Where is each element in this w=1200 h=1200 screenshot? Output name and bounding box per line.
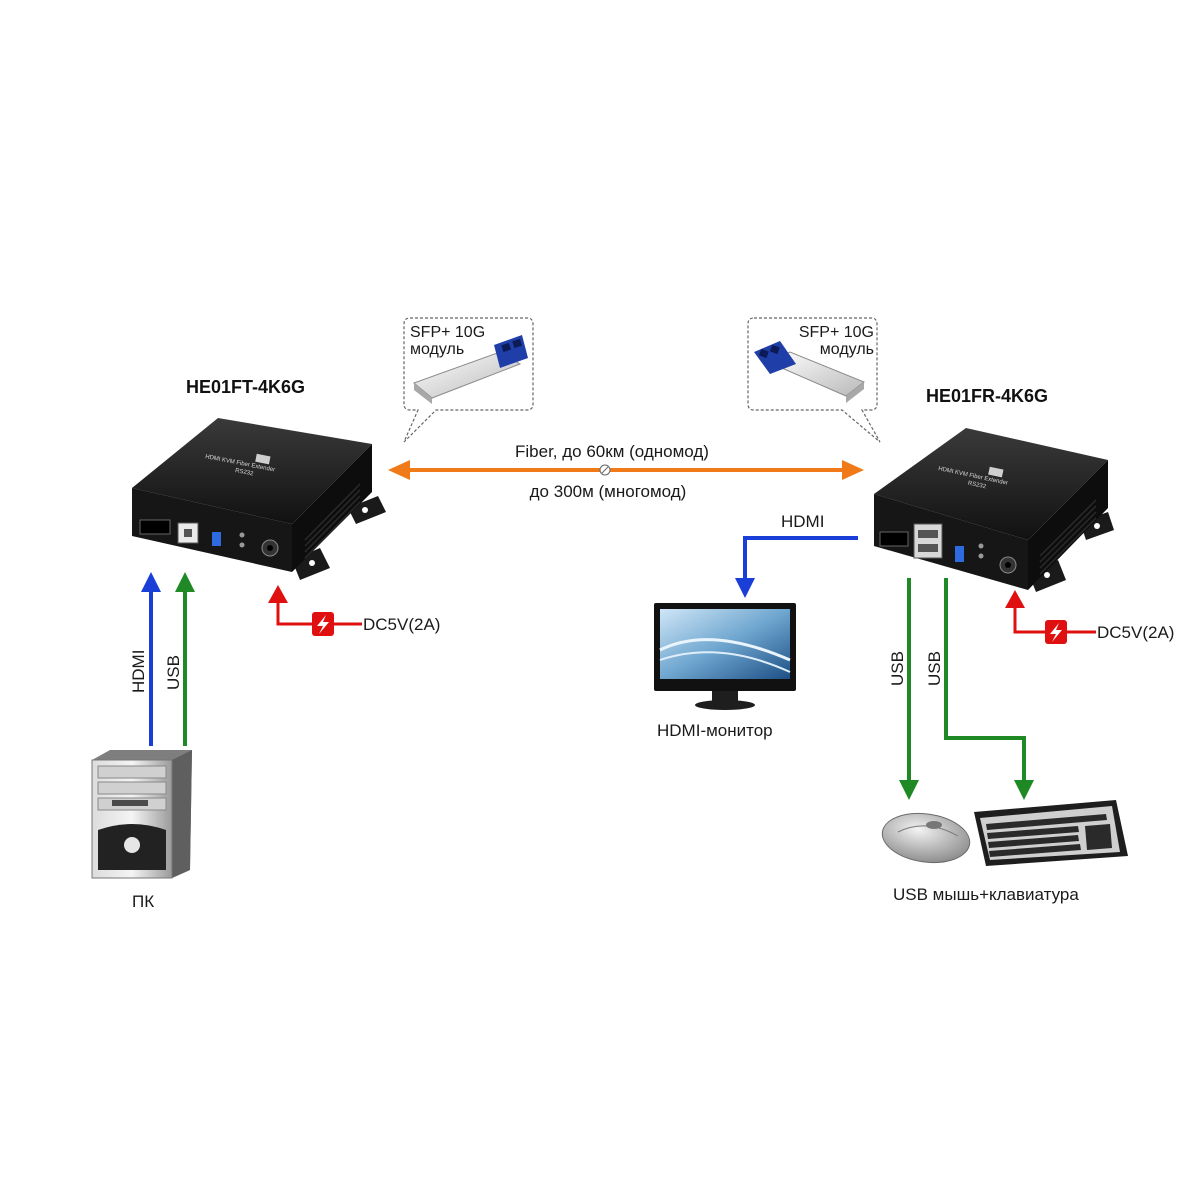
sfp-label-line1: SFP+ 10G [410, 324, 485, 341]
transmitter-model-title: HE01FT-4K6G [186, 377, 305, 397]
rx-hdmi-link: HDMI [735, 512, 858, 598]
sfp-module-icon [754, 341, 865, 403]
sfp-callout-left: SFP+ 10G модуль [403, 317, 534, 443]
mouse-icon [881, 812, 971, 864]
rx-usb-label-1: USB [888, 651, 907, 686]
sfp-label-line1: SFP+ 10G [799, 324, 874, 341]
usb-a-ports [913, 523, 943, 559]
dip-switch [212, 532, 221, 546]
tx-hdmi-label: HDMI [129, 650, 148, 693]
rx-power-label: DC5V(2A) [1097, 623, 1174, 642]
rx-power-link: DC5V(2A) [1005, 590, 1174, 644]
rx-usb-link-keyboard: USB [925, 578, 1034, 800]
peripherals-label: USB мышь+клавиатура [893, 885, 1079, 904]
tx-usb-label: USB [164, 655, 183, 690]
pc-label: ПК [132, 892, 154, 911]
fiber-link: Fiber, до 60км (одномод) до 300м (многом… [388, 442, 864, 501]
pc-tower-icon [91, 750, 192, 879]
receiver-model-title: HE01FR-4K6G [926, 386, 1048, 406]
dip-switch [955, 546, 964, 562]
tx-hdmi-link: HDMI [129, 572, 161, 746]
sfp-label-line2: модуль [820, 341, 874, 358]
hdmi-port [879, 531, 909, 547]
sfp-label-line2: модуль [410, 341, 464, 358]
fiber-label-multimode: до 300м (многомод) [530, 482, 687, 501]
monitor-label: HDMI-монитор [657, 721, 773, 740]
transmitter-device: HDMI KVM Fiber Extender RS232 [132, 418, 386, 580]
fiber-label-singlemode: Fiber, до 60км (одномод) [515, 442, 709, 461]
keyboard-icon [974, 800, 1128, 866]
faceplate-subtitle: RS232 [967, 481, 987, 491]
tx-power-label: DC5V(2A) [363, 615, 440, 634]
faceplate-subtitle: RS232 [235, 468, 255, 478]
hdmi-port [139, 519, 171, 535]
receiver-device: HDMI KVM Fiber Extender RS232 [874, 428, 1114, 592]
rx-hdmi-label: HDMI [781, 512, 824, 531]
sfp-callout-right: SFP+ 10G модуль [747, 317, 881, 443]
rx-usb-link-mouse: USB [888, 578, 919, 800]
monitor-icon [654, 603, 796, 710]
tx-usb-link: USB [164, 572, 195, 746]
tx-power-link: DC5V(2A) [268, 585, 440, 636]
rx-usb-label-2: USB [925, 651, 944, 686]
sfp-module-icon [413, 335, 528, 404]
